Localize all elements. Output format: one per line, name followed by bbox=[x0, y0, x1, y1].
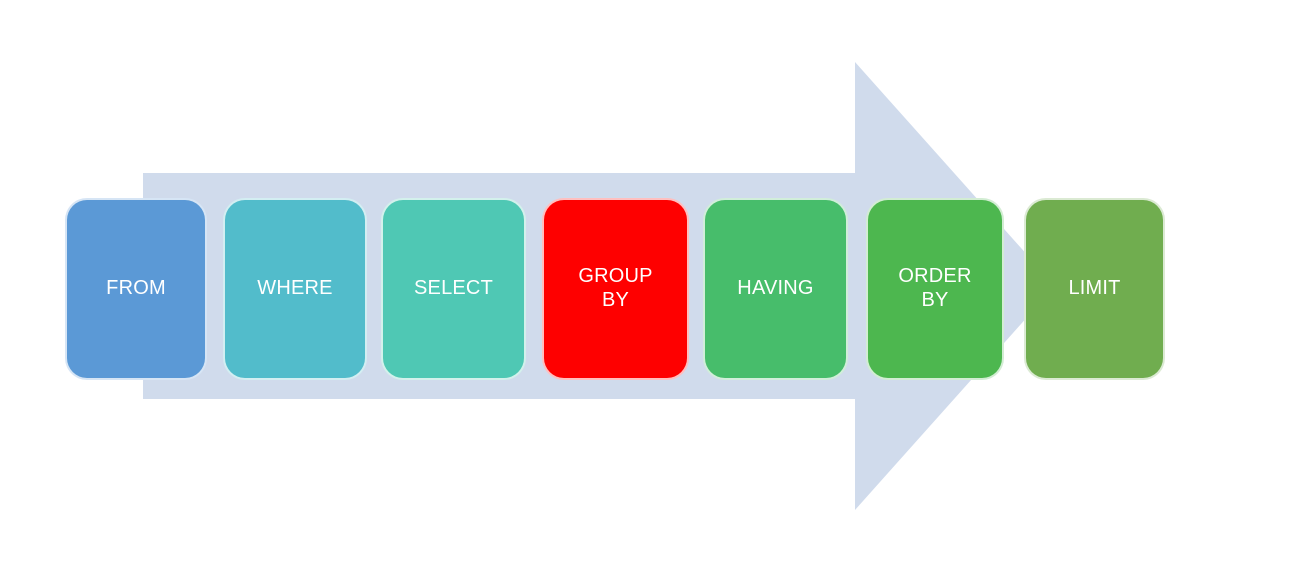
step-label: WHERE bbox=[257, 277, 333, 300]
step-label: GROUP BY bbox=[578, 265, 653, 311]
step-label: FROM bbox=[106, 277, 166, 300]
step-box-select: SELECT bbox=[381, 198, 526, 380]
step-box-where: WHERE bbox=[223, 198, 367, 380]
step-box-from: FROM bbox=[65, 198, 207, 380]
step-box-order-by: ORDER BY bbox=[866, 198, 1004, 380]
step-box-limit: LIMIT bbox=[1024, 198, 1165, 380]
step-label: HAVING bbox=[737, 277, 814, 300]
step-box-group-by: GROUP BY bbox=[542, 198, 689, 380]
step-label: SELECT bbox=[413, 277, 493, 300]
step-box-having: HAVING bbox=[703, 198, 848, 380]
step-label: LIMIT bbox=[1068, 277, 1121, 300]
step-label: ORDER BY bbox=[898, 265, 972, 311]
